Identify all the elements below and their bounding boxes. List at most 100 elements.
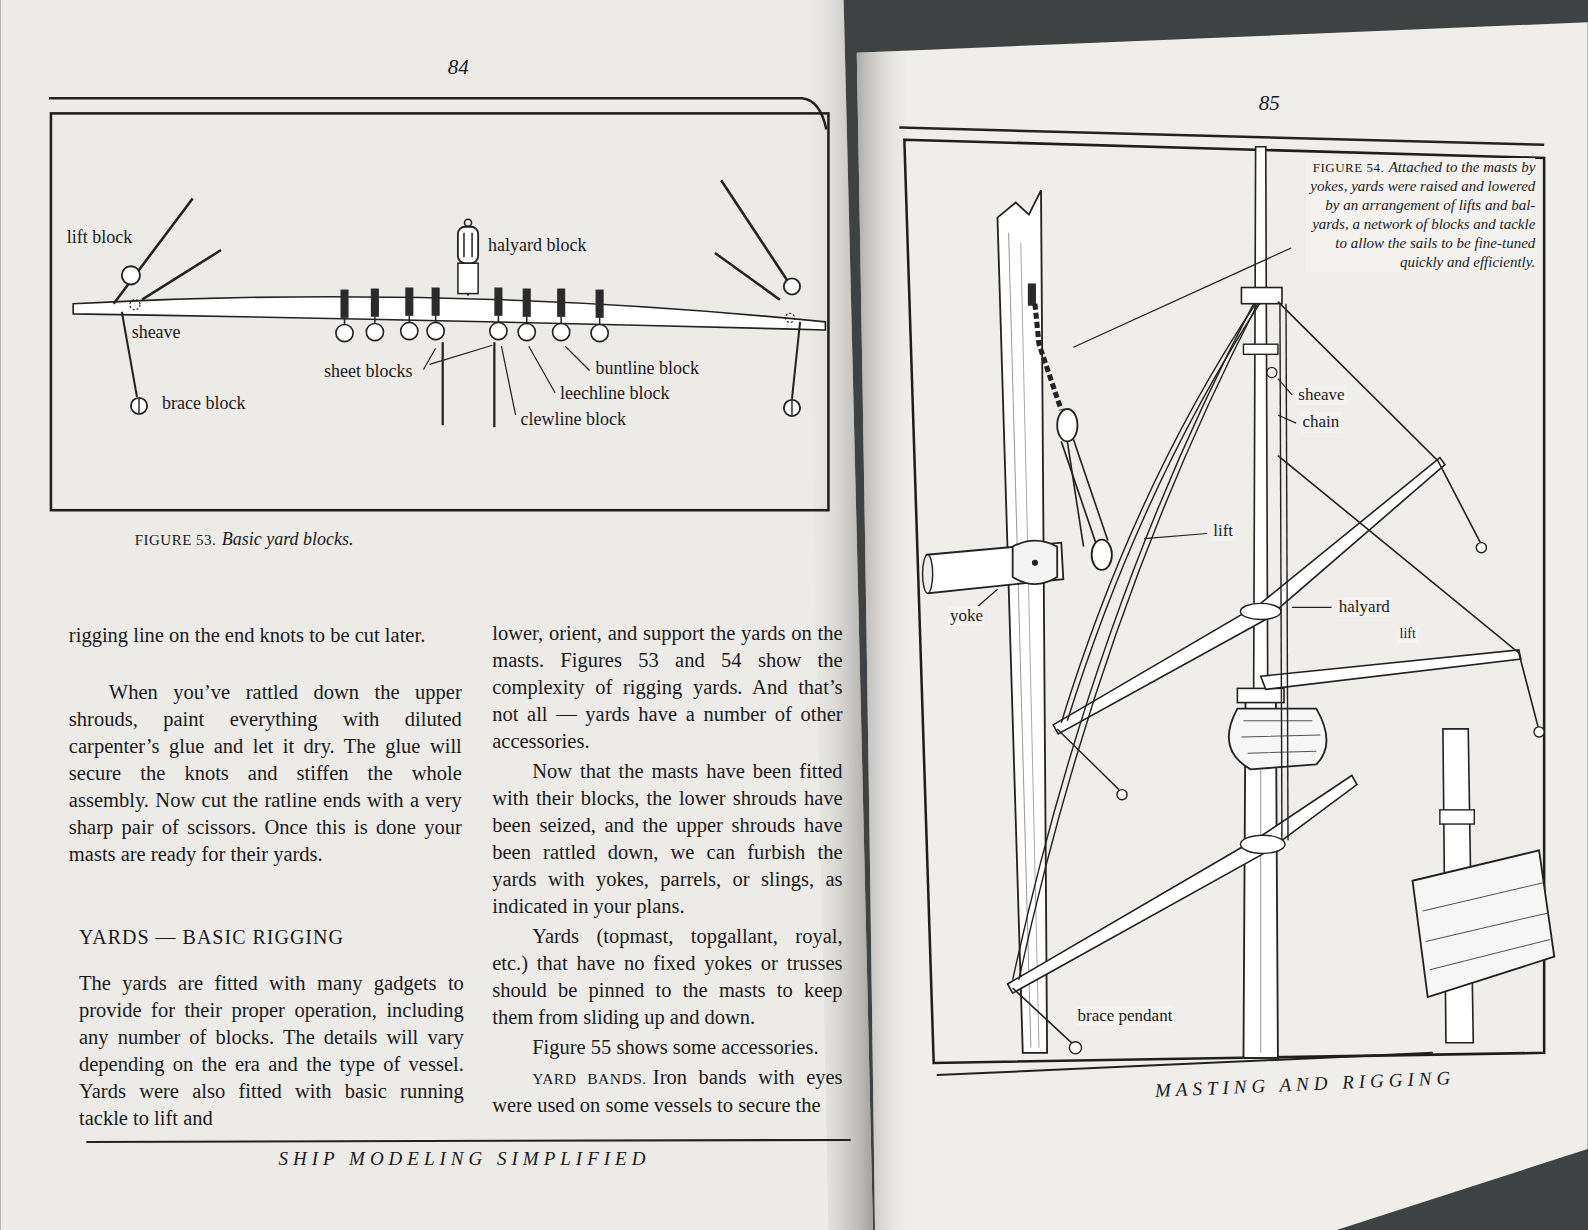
illustration-part	[1278, 456, 1538, 727]
illustration-part	[1067, 304, 1259, 721]
illustration-part	[1008, 775, 1357, 993]
part-label-text: chain	[1302, 412, 1339, 431]
body-paragraph: When you’ve rattled down the upper shrou…	[69, 679, 462, 868]
part-label: brace block	[160, 393, 247, 415]
part-label-text: halyard	[1339, 597, 1390, 616]
illustration-part	[427, 288, 444, 340]
illustration-part	[1144, 534, 1207, 539]
illustration-part	[1280, 304, 1282, 841]
body-paragraph: YARD BANDS.Iron bands with eyes were use…	[492, 1064, 842, 1119]
part-label: buntline block	[593, 358, 700, 380]
figure-caption-text: Basic yard blocks.	[222, 529, 354, 549]
illustration-part	[138, 399, 139, 413]
illustration-part	[518, 289, 535, 341]
body-paragraph-text: The yards are fitted with many gadgets t…	[79, 972, 464, 1129]
illustration-part	[0, 0, 873, 1230]
body-paragraph-text: lower, orient, and support the yards on …	[492, 622, 842, 752]
illustration-part	[336, 290, 353, 342]
body-paragraph: The yards are fitted with many gadgets t…	[79, 970, 464, 1132]
part-label-text: sheave	[1298, 385, 1344, 404]
page-number-text: 85	[1259, 91, 1280, 115]
illustration-part	[1117, 790, 1127, 800]
figure-caption: FIGURE 54.Attached to the masts by yokes…	[1306, 158, 1535, 272]
illustration-part	[1057, 729, 1119, 790]
part-label-text: buntline block	[595, 358, 698, 378]
illustration-part	[1009, 233, 1031, 1048]
part-label-text: halyard block	[488, 235, 586, 255]
part-label: lift	[1211, 521, 1235, 541]
illustration-part	[784, 400, 800, 416]
illustration-part	[565, 346, 589, 370]
illustration-part	[529, 346, 555, 393]
illustration-part	[1237, 688, 1284, 702]
part-label: sheet blocks	[322, 361, 414, 383]
illustration-part	[1057, 409, 1077, 441]
running-footer-text: MASTING AND RIGGING	[1154, 1066, 1455, 1100]
illustration-part	[1241, 288, 1281, 304]
illustration-part	[122, 266, 140, 284]
body-paragraph: lower, orient, and support the yards on …	[492, 620, 842, 755]
page-number-text: 84	[448, 55, 469, 79]
illustration-part	[130, 300, 140, 310]
part-label-text: leechline block	[560, 383, 669, 403]
illustration-part	[923, 555, 933, 593]
illustration-part	[792, 322, 800, 399]
body-paragraph-text: When you’ve rattled down the upper shrou…	[69, 681, 462, 865]
illustration-part	[553, 289, 570, 341]
part-label-text: lift	[1213, 521, 1233, 540]
illustration-part	[1032, 560, 1038, 566]
running-footer: MASTING AND RIGGING	[1154, 1066, 1455, 1101]
body-paragraph: Yards (topmast, topgallant, royal, etc.)…	[492, 923, 842, 1031]
illustration-part	[784, 278, 800, 294]
illustration-part	[1278, 415, 1296, 423]
illustration-part	[715, 253, 780, 300]
illustration-part	[442, 342, 444, 425]
part-label: clewline block	[519, 409, 628, 431]
section-heading: YARDS — BASIC RIGGING	[79, 926, 344, 949]
illustration-part	[1413, 850, 1555, 997]
illustration-part	[1261, 650, 1521, 689]
illustration-part	[51, 113, 828, 510]
illustration-part	[1423, 883, 1551, 970]
illustration-part	[1069, 1042, 1081, 1054]
page-number: 85	[1259, 91, 1280, 116]
illustration-part	[1229, 709, 1327, 770]
part-label: brace pendant	[1076, 1006, 1175, 1026]
illustration-part	[1073, 248, 1291, 347]
running-footer: SHIP MODELING SIMPLIFIED	[279, 1148, 651, 1170]
illustration-part	[997, 190, 1047, 1053]
body-paragraph-text: rigging line on the end knots to be cut …	[69, 624, 425, 646]
illustration-part	[1067, 441, 1083, 546]
illustration-part	[430, 345, 493, 364]
part-label-text: lift block	[67, 227, 133, 247]
figure-caption-text: FIGURE 54.	[1313, 160, 1384, 175]
part-label-text: brace block	[162, 393, 245, 413]
page-number: 84	[448, 55, 469, 80]
illustration-part	[114, 198, 193, 303]
illustration-part	[142, 250, 221, 300]
illustration-part	[1021, 243, 1039, 1048]
part-label: lift block	[65, 227, 135, 249]
part-label: sheave	[130, 322, 183, 344]
part-label: yoke	[948, 606, 985, 626]
illustration-part	[1028, 283, 1036, 305]
illustration-part	[1013, 541, 1058, 585]
body-paragraph: Now that the masts have been fitted with…	[492, 758, 842, 920]
illustration-part	[1013, 304, 1254, 980]
illustration-part	[721, 180, 792, 287]
running-footer-text: SHIP MODELING SIMPLIFIED	[279, 1148, 651, 1169]
part-label-text: lift	[1400, 626, 1416, 641]
part-label: halyard	[1337, 597, 1392, 617]
figure-caption: FIGURE 53.Basic yard blocks.	[135, 529, 354, 550]
illustration-part	[1267, 367, 1277, 377]
illustration-part	[471, 233, 473, 257]
part-label-text: brace pendant	[1078, 1006, 1173, 1025]
illustration-part	[73, 297, 825, 330]
body-paragraph-text: Now that the masts have been fitted with…	[492, 760, 842, 917]
illustration-part	[785, 313, 794, 322]
illustration-part	[1073, 439, 1107, 540]
illustration-part	[493, 342, 495, 427]
part-label-text: sheet blocks	[324, 361, 412, 381]
